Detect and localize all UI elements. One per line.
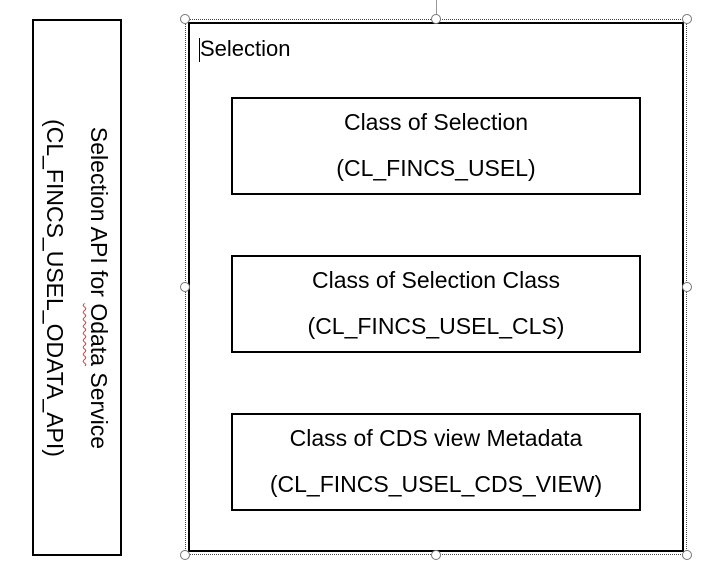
selection-frame-border: Selection Class of Selection (CL_FINCS_U… — [188, 22, 684, 552]
selection-frame-title[interactable]: Selection — [200, 36, 291, 61]
odata-api-title-prefix: Selection API for — [86, 126, 112, 303]
class-box-title: Class of Selection Class — [312, 267, 560, 293]
resize-handle-top-right[interactable] — [682, 14, 692, 24]
class-box-title: Class of CDS view Metadata — [289, 425, 583, 451]
class-box-code: (CL_FINCS_USEL_CLS) — [307, 313, 565, 339]
odata-api-text: Selection API for Odata Service (CL_FINC… — [33, 21, 121, 554]
resize-handle-bottom-right[interactable] — [682, 550, 692, 560]
odata-api-title-suffix: Service — [86, 365, 112, 449]
resize-handle-bottom[interactable] — [431, 550, 441, 560]
class-box-selection[interactable]: Class of Selection (CL_FINCS_USEL) — [231, 97, 641, 195]
rotation-handle-line — [436, 0, 437, 14]
text-caret — [199, 38, 200, 62]
odata-api-title: Selection API for Odata Service — [77, 21, 121, 554]
resize-handle-right[interactable] — [682, 282, 692, 292]
class-box-code: (CL_FINCS_USEL_CDS_VIEW) — [269, 471, 603, 497]
resize-handle-left[interactable] — [180, 282, 190, 292]
class-box-selection-class[interactable]: Class of Selection Class (CL_FINCS_USEL_… — [231, 255, 641, 353]
odata-api-classname: (CL_FINCS_USEL_ODATA_API) — [42, 118, 68, 457]
resize-handle-top[interactable] — [431, 14, 441, 24]
class-box-cds-view-metadata[interactable]: Class of CDS view Metadata (CL_FINCS_USE… — [231, 413, 641, 511]
class-box-title: Class of Selection — [343, 109, 529, 135]
spellcheck-flagged-word: Odata — [86, 302, 112, 366]
odata-api-box[interactable]: Selection API for Odata Service (CL_FINC… — [32, 19, 122, 556]
resize-handle-bottom-left[interactable] — [180, 550, 190, 560]
selection-frame[interactable]: Selection Class of Selection (CL_FINCS_U… — [185, 19, 687, 555]
class-box-code: (CL_FINCS_USEL) — [336, 155, 536, 181]
resize-handle-top-left[interactable] — [180, 14, 190, 24]
